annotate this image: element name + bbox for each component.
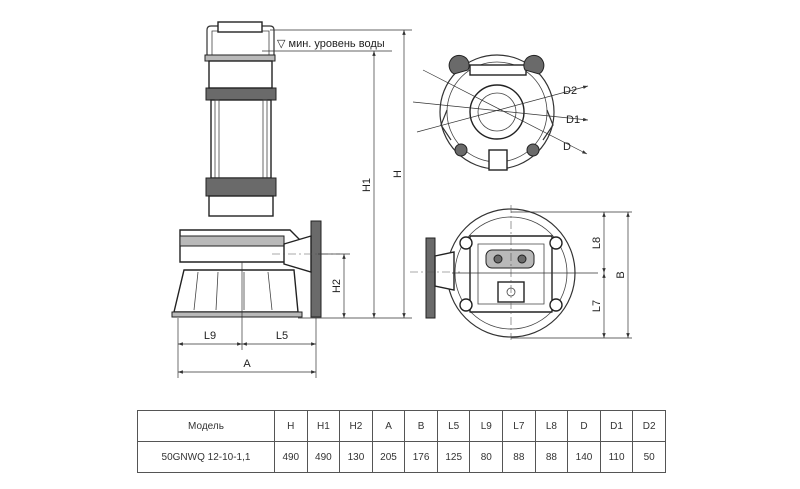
- cell-l7: 88: [502, 441, 536, 473]
- header-b: B: [404, 410, 438, 442]
- header-d1: D1: [599, 410, 634, 442]
- dimension-bottom: L9 L5 A: [177, 262, 317, 378]
- spec-table-header-row: Модель H H1 H2 A B L5 L9 L7 L8 D D1 D2: [137, 410, 666, 442]
- cell-d2: 50: [632, 441, 666, 473]
- dimension-label-l9: L9: [204, 330, 216, 342]
- cell-a: 205: [371, 441, 406, 473]
- pump-side-view: [171, 21, 340, 318]
- spec-table: Модель H H1 H2 A B L5 L9 L7 L8 D D1 D2 5…: [137, 410, 666, 473]
- header-l7: L7: [502, 410, 536, 442]
- pump-top-view: D D1 D2: [412, 54, 589, 171]
- dimension-label-a: A: [243, 358, 251, 370]
- dimension-label-l5: L5: [276, 330, 288, 342]
- dimension-label-l7: L7: [591, 300, 603, 312]
- pump-drawing: H H1 H2 L9 L5 A: [171, 21, 632, 378]
- dimension-label-l8: L8: [591, 237, 603, 249]
- discharge-flange: [310, 220, 322, 318]
- header-a: A: [371, 410, 406, 442]
- table-row: 50GNWQ 12-10-1,1 490 490 130 205 176 125…: [137, 441, 666, 473]
- dimension-label-h: H: [392, 170, 404, 178]
- cell-d: 140: [567, 441, 601, 473]
- header-d: D: [567, 410, 601, 442]
- dimension-label-d: D: [563, 141, 571, 153]
- header-l5: L5: [436, 410, 471, 442]
- water-level-note: ▽ мин. уровень воды: [277, 38, 385, 50]
- header-h2: H2: [339, 410, 373, 442]
- cell-d1: 110: [599, 441, 634, 473]
- dimension-label-b: B: [615, 271, 627, 278]
- header-model: Модель: [137, 410, 275, 442]
- header-h1: H1: [306, 410, 341, 442]
- dimension-label-d1: D1: [566, 114, 580, 126]
- cell-h1: 490: [306, 441, 341, 473]
- cell-b: 176: [404, 441, 438, 473]
- cell-model: 50GNWQ 12-10-1,1: [137, 441, 275, 473]
- dimension-h: H: [270, 29, 412, 319]
- motor-housing: [210, 99, 272, 179]
- dimension-h2: H2: [318, 253, 350, 318]
- cell-l5: 125: [436, 441, 471, 473]
- dimension-label-d2: D2: [563, 85, 577, 97]
- pump-bottom-view: L8 L7 B: [410, 205, 632, 340]
- header-l8: L8: [534, 410, 569, 442]
- header-d2: D2: [632, 410, 666, 442]
- dimension-label-h1: H1: [361, 178, 373, 192]
- cell-h2: 130: [339, 441, 373, 473]
- cell-h: 490: [274, 441, 308, 473]
- header-h: H: [274, 410, 308, 442]
- base-stand: [173, 269, 299, 313]
- cell-l9: 80: [469, 441, 504, 473]
- dimension-label-h2: H2: [331, 279, 343, 293]
- dimension-h1: H1: [361, 51, 376, 318]
- header-l9: L9: [469, 410, 504, 442]
- cell-l8: 88: [534, 441, 569, 473]
